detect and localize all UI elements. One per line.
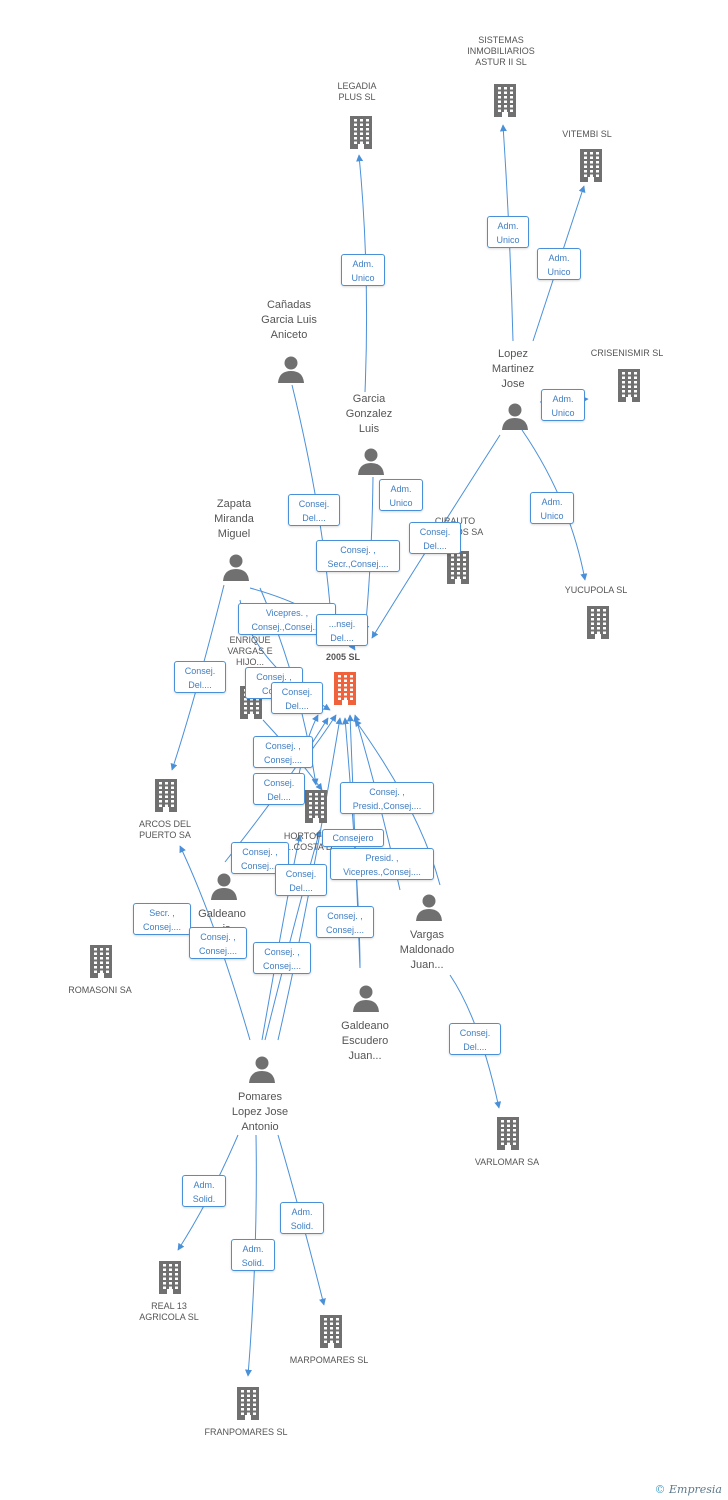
relation-label[interactable]: Adm. Solid. xyxy=(182,1175,226,1207)
relation-label[interactable]: Adm. Unico xyxy=(487,216,529,248)
edge-line-24 xyxy=(261,834,303,1041)
company-icon[interactable] xyxy=(302,789,330,828)
company-label[interactable]: LEGADIA PLUS SL xyxy=(337,81,377,102)
company-icon[interactable] xyxy=(491,83,519,122)
company-label[interactable]: 2005 SL xyxy=(325,652,361,662)
relation-label[interactable]: Adm. Unico xyxy=(541,389,585,421)
company-label[interactable]: ROMASONI SA xyxy=(68,985,132,995)
relation-label[interactable]: Consejero xyxy=(322,829,384,847)
person-label[interactable]: Lopez Martinez Jose xyxy=(491,348,535,390)
relation-label[interactable]: Consej. , Consej.... xyxy=(253,736,313,768)
company-label[interactable]: SISTEMAS INMOBILIARIOS ASTUR II SL xyxy=(467,35,535,67)
person-label[interactable]: Vargas Maldonado Juan... xyxy=(399,929,455,971)
company-label[interactable]: VITEMBI SL xyxy=(562,129,612,139)
relation-label[interactable]: Consej. Del.... xyxy=(271,682,323,714)
person-label[interactable]: Zapata Miranda Miguel xyxy=(214,498,254,540)
company-icon[interactable] xyxy=(156,1260,184,1299)
relation-label[interactable]: ...nsej. Del.... xyxy=(316,614,368,646)
relation-label[interactable]: Consej. Del.... xyxy=(409,522,461,554)
person-label[interactable]: Pomares Lopez Jose Antonio xyxy=(231,1091,289,1133)
edges-layer xyxy=(170,124,589,1377)
company-icon[interactable] xyxy=(577,148,605,187)
person-icon[interactable] xyxy=(248,1055,276,1088)
person-icon[interactable] xyxy=(277,355,305,388)
person-label[interactable]: Garcia Gonzalez Luis xyxy=(345,393,393,435)
person-label[interactable]: Galdeano Escudero Juan... xyxy=(341,1020,389,1062)
relation-label[interactable]: Adm. Solid. xyxy=(280,1202,324,1234)
relation-label[interactable]: Presid. , Vicepres.,Consej.... xyxy=(330,848,434,880)
person-icon[interactable] xyxy=(415,893,443,926)
person-icon[interactable] xyxy=(222,553,250,586)
company-label[interactable]: HORTOFRU... ...COSTA D... xyxy=(283,831,343,852)
relation-label[interactable]: Consej. , Secr.,Consej.... xyxy=(316,540,400,572)
relation-label[interactable]: Adm. Unico xyxy=(537,248,581,280)
company-icon[interactable] xyxy=(444,550,472,589)
relation-label[interactable]: Consej. Del.... xyxy=(253,773,305,805)
relation-label[interactable]: Adm. Unico xyxy=(379,479,423,511)
edge-line-22 xyxy=(264,829,322,1041)
company-icon[interactable] xyxy=(347,115,375,154)
watermark: © Empresia xyxy=(655,1483,723,1496)
company-icon[interactable] xyxy=(584,605,612,644)
company-icon[interactable] xyxy=(615,368,643,407)
copyright-symbol: © xyxy=(654,1483,666,1496)
company-label[interactable]: VARLOMAR SA xyxy=(474,1157,540,1167)
center-company-icon[interactable] xyxy=(331,671,359,710)
company-icon[interactable] xyxy=(152,778,180,817)
relation-label[interactable]: Consej. , Consej.... xyxy=(189,927,247,959)
relation-label[interactable]: Consej. Del.... xyxy=(174,661,226,693)
person-icon[interactable] xyxy=(352,984,380,1017)
company-label[interactable]: ARCOS DEL PUERTO SA xyxy=(138,819,192,840)
person-icon[interactable] xyxy=(357,447,385,480)
relation-label[interactable]: Consej. Del.... xyxy=(449,1023,501,1055)
company-icon[interactable] xyxy=(234,1386,262,1425)
relation-label[interactable]: Consej. , Presid.,Consej.... xyxy=(340,782,434,814)
person-icon[interactable] xyxy=(210,872,238,905)
brand-name: Empresia xyxy=(669,1483,722,1496)
relation-label[interactable]: Adm. Unico xyxy=(530,492,574,524)
company-label[interactable]: MARPOMARES SL xyxy=(289,1355,369,1365)
relation-label[interactable]: Consej. Del.... xyxy=(288,494,340,526)
relation-label[interactable]: Consej. , Consej.... xyxy=(253,942,311,974)
company-label[interactable]: CRISENISMIR SL xyxy=(590,348,664,358)
company-icon[interactable] xyxy=(87,944,115,983)
relation-label[interactable]: Adm. Unico xyxy=(341,254,385,286)
company-label[interactable]: REAL 13 AGRICOLA SL xyxy=(139,1301,199,1322)
company-label[interactable]: FRANPOMARES SL xyxy=(204,1427,288,1437)
relation-label[interactable]: Adm. Solid. xyxy=(231,1239,275,1271)
company-label[interactable]: ENRIQUE VARGAS E HIJO... xyxy=(227,635,273,667)
person-label[interactable]: Cañadas Garcia Luis Aniceto xyxy=(261,299,317,341)
company-icon[interactable] xyxy=(494,1116,522,1155)
relation-label[interactable]: Consej. Del.... xyxy=(275,864,327,896)
company-label[interactable]: YUCUPOLA SL xyxy=(564,585,628,595)
relation-label[interactable]: Consej. , Consej.... xyxy=(316,906,374,938)
person-icon[interactable] xyxy=(501,402,529,435)
relation-label[interactable]: Secr. , Consej.... xyxy=(133,903,191,935)
company-icon[interactable] xyxy=(317,1314,345,1353)
